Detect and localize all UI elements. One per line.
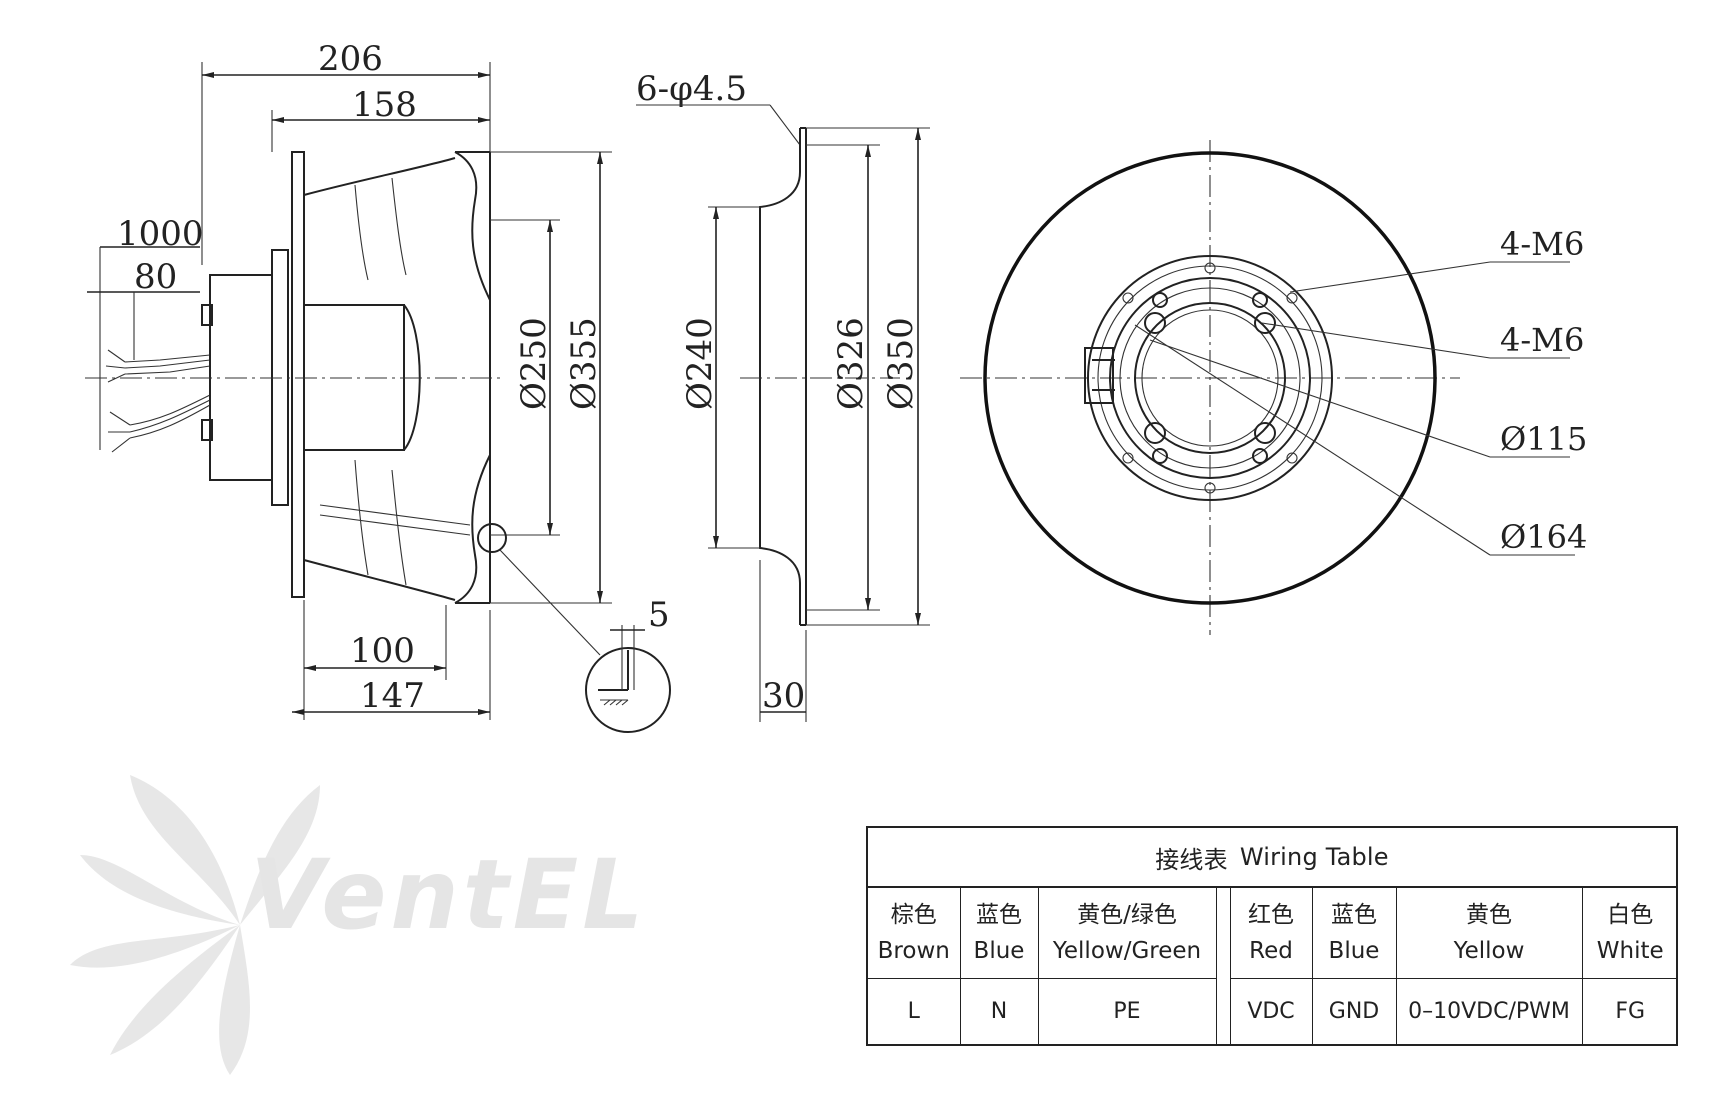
dim-hub-depth: 100 — [350, 631, 415, 671]
side-view: 206 158 1000 80 — [85, 39, 671, 733]
fan-blades-icon — [70, 775, 320, 1075]
dim-throat-dia: Ø240 — [680, 317, 720, 410]
watermark-logo: VentEL — [70, 775, 647, 1075]
cable-wires — [105, 349, 211, 453]
wiring-table-title-en: Wiring Table — [1239, 843, 1389, 871]
callout-4-m6-inner: 4-M6 — [1500, 321, 1584, 359]
front-view: 4-M6 4-M6 Ø115 Ø164 — [960, 140, 1587, 635]
dim-bolt-circle: Ø326 — [831, 317, 871, 410]
wiring-signal-row: L N PE VDC GND 0–10VDC/PWM FG — [868, 978, 1678, 1045]
dim-flange-depth: 158 — [352, 85, 417, 125]
signal-vdc: VDC — [1229, 978, 1313, 1045]
dim-flange-dia: Ø350 — [881, 317, 921, 410]
callout-dia-115: Ø115 — [1500, 420, 1587, 458]
callout-dia-164: Ø164 — [1500, 518, 1587, 556]
signal-gnd: GND — [1311, 978, 1397, 1045]
dim-overall-depth: 206 — [318, 39, 383, 79]
signal-fg: FG — [1581, 978, 1678, 1045]
callout-4-m6-outer: 4-M6 — [1500, 225, 1584, 263]
dim-inlet-dia: Ø250 — [514, 317, 554, 410]
wiring-table-title: 接线表 Wiring Table — [868, 828, 1676, 887]
dim-gap: 5 — [648, 595, 670, 635]
wiring-table-title-cn: 接线表 — [1155, 845, 1228, 874]
dim-ring-depth: 30 — [762, 676, 805, 716]
inlet-ring-view: 6-φ4.5 Ø240 Ø326 Ø350 30 — [636, 69, 930, 722]
signal-control: 0–10VDC/PWM — [1395, 978, 1583, 1045]
dim-impeller-depth: 147 — [360, 676, 425, 716]
table-divider — [1215, 887, 1231, 1045]
dim-cable-length: 1000 — [117, 214, 204, 254]
dim-outer-dia: Ø355 — [564, 317, 604, 410]
dim-cable-strip: 80 — [134, 257, 177, 297]
signal-pe: PE — [1037, 978, 1217, 1045]
dim-holes: 6-φ4.5 — [636, 69, 747, 109]
signal-l: L — [868, 978, 961, 1045]
watermark-text: VentEL — [250, 839, 647, 951]
signal-n: N — [959, 978, 1039, 1045]
